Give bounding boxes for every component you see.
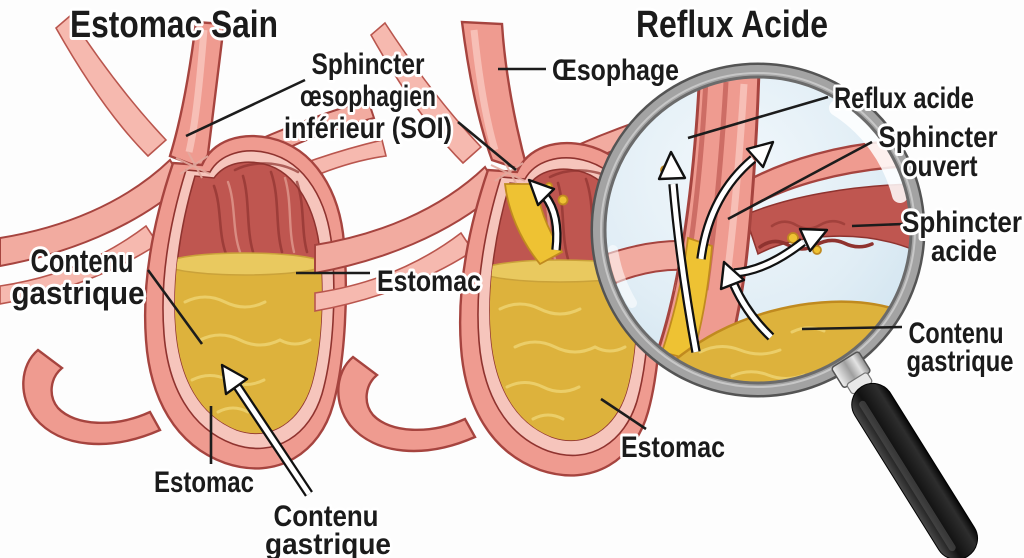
- label-estomac-bottom: Estomac: [621, 431, 725, 464]
- reflux-stomach-figure: [315, 20, 701, 475]
- leader-lines: [146, 67, 904, 464]
- title-reflux: Reflux Acide: [636, 4, 828, 46]
- label-contenu-left-2: gastrique: [12, 275, 145, 311]
- reflux-arrow-out-top: [696, 140, 775, 260]
- text-layer: Estomac Sain Reflux Acide Sphincter œsop…: [9, 1, 1024, 558]
- label-soi-1: Sphincter: [312, 48, 425, 81]
- reflux-arrow-right: [733, 227, 829, 278]
- label-sphincter-acide-2: acide: [931, 235, 997, 268]
- label-contenu-right-1: Contenu: [909, 317, 1004, 350]
- label-sphincter-ouvert-2: ouvert: [903, 150, 978, 183]
- healthy-stomach-figure: [0, 16, 386, 497]
- reflux-arrow-junction: [527, 178, 562, 251]
- reflux-arrow-up: [657, 150, 701, 353]
- magnifier-handle: [831, 351, 979, 558]
- reflux-arrow-pool: [719, 260, 775, 341]
- lens-highlight: [829, 100, 908, 203]
- leader-soi-right: [457, 120, 517, 172]
- leader-contenu-left: [146, 269, 204, 345]
- gastric-content-arrow: [220, 363, 313, 497]
- leader-sphincter-acide: [851, 222, 904, 228]
- label-contenu-left-1: Contenu: [31, 243, 134, 279]
- label-soi-3: inférieur (SOI): [284, 112, 452, 145]
- label-reflux-acide: Reflux acide: [834, 82, 974, 115]
- label-contenu-bottom-1: Contenu: [274, 500, 379, 533]
- label-soi-2: œsophagien: [300, 80, 436, 113]
- label-sphincter-ouvert-1: Sphincter: [879, 121, 998, 154]
- title-healthy: Estomac Sain: [70, 4, 278, 46]
- label-estomac-center: Estomac: [377, 265, 481, 298]
- label-sphincter-acide-1: Sphincter: [902, 206, 1022, 239]
- leader-sphincter-ouvert: [727, 140, 873, 221]
- leader-reflux-acide: [687, 95, 829, 140]
- label-contenu-bottom-2: gastrique: [265, 528, 391, 558]
- leader-soi-left: [185, 78, 306, 138]
- label-oesophage: Œsophage: [552, 54, 679, 87]
- leader-contenu-right: [801, 325, 903, 331]
- label-estomac-left: Estomac: [154, 466, 254, 499]
- lens-rim: [590, 62, 926, 398]
- leader-estomac-bottom: [600, 397, 647, 431]
- label-contenu-right-2: gastrique: [907, 345, 1014, 378]
